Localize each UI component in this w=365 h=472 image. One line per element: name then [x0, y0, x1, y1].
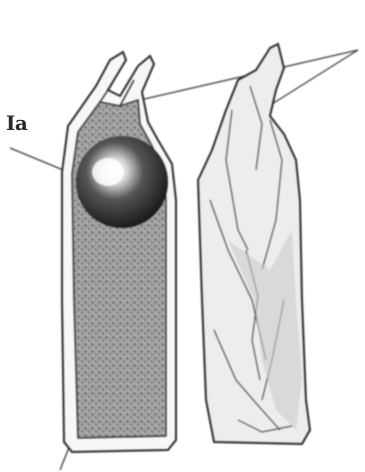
- leader-line-label: [10, 148, 68, 172]
- dark-nucleus: [76, 136, 168, 228]
- right-specimen: [198, 44, 310, 444]
- left-specimen: [62, 52, 176, 452]
- leader-line-top-b: [272, 50, 358, 104]
- nucleus-highlight: [92, 158, 124, 186]
- figure-label: Ia: [6, 111, 27, 135]
